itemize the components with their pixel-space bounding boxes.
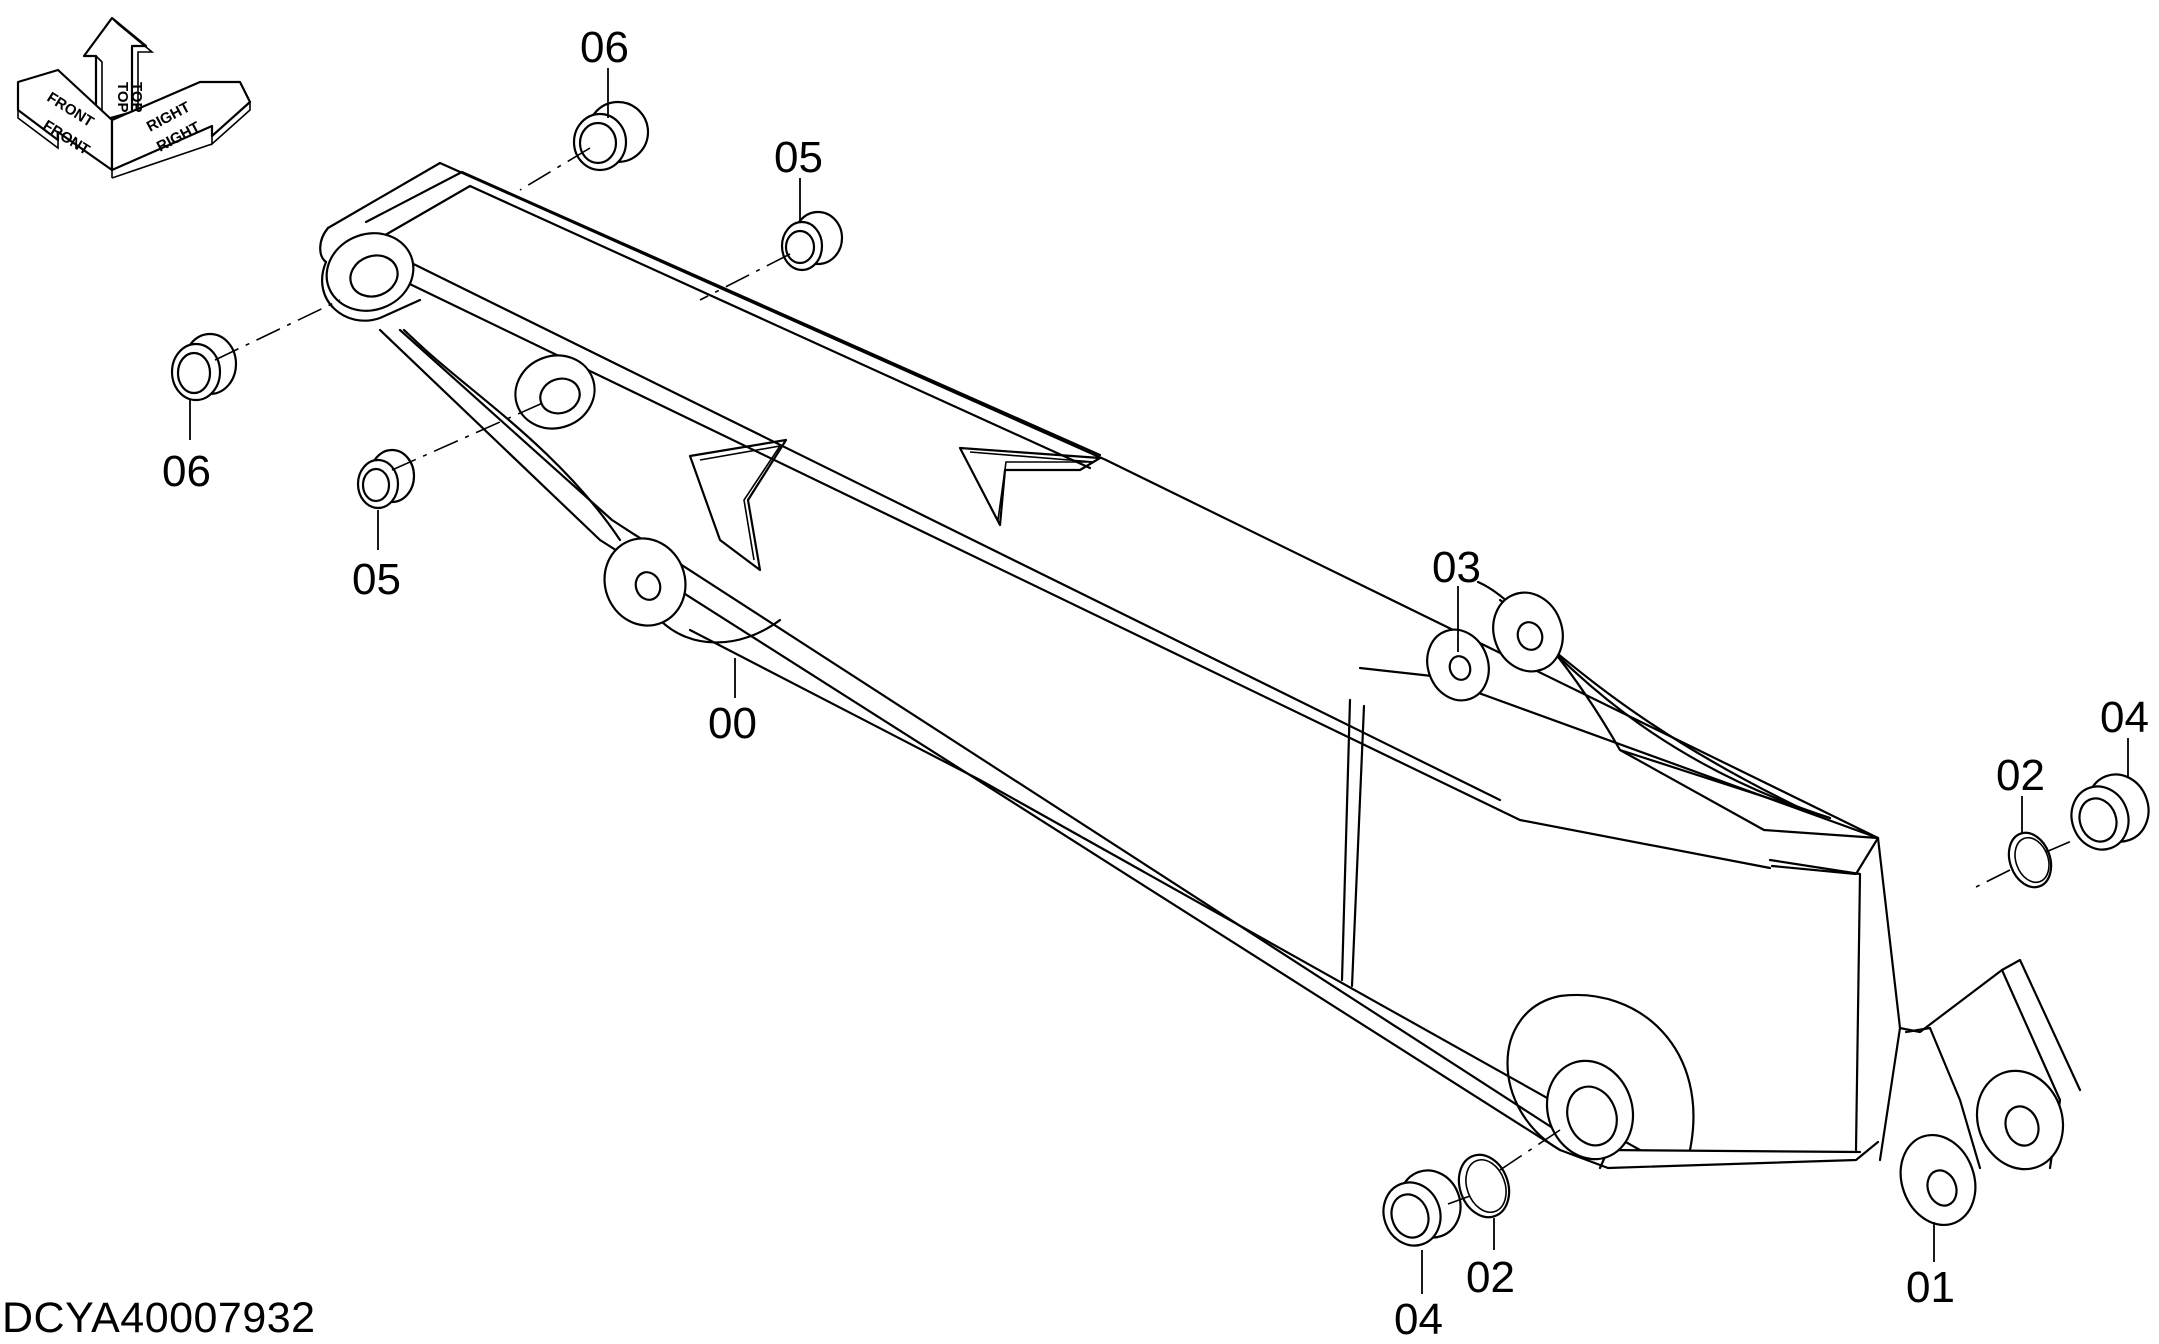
part-label-00: 00 <box>708 699 757 748</box>
part-label-06-left: 06 <box>162 447 211 496</box>
part-label-05-left: 05 <box>352 555 401 604</box>
ring-02-bottom <box>1457 1153 1511 1219</box>
part-label-06-top: 06 <box>580 23 629 72</box>
boom-body <box>319 161 2082 1170</box>
bushing-06-top <box>572 100 650 172</box>
part-labels: 06 05 06 05 00 03 02 04 02 04 01 <box>162 23 2149 1344</box>
part-label-02-bottom: 02 <box>1466 1253 1515 1302</box>
part-label-04-bottom: 04 <box>1394 1295 1443 1344</box>
bushing-05-top <box>780 210 844 272</box>
bushing-06-left <box>170 332 238 402</box>
part-label-01: 01 <box>1906 1263 1955 1312</box>
pin-bosses <box>325 232 2065 1227</box>
leader-lines <box>189 68 2129 1294</box>
bushing-05-left <box>356 448 416 510</box>
top-label-upper: TOP <box>114 82 131 113</box>
part-label-02-right: 02 <box>1996 751 2045 800</box>
drawing-id-label: DCYA40007932 <box>2 1294 316 1342</box>
ring-02-right <box>2007 831 2053 889</box>
part-label-05-top: 05 <box>774 133 823 182</box>
orientation-icon: FRONT FRONT TOP TOP RIGHT RIGHT <box>16 16 252 179</box>
top-label-lower: TOP <box>128 82 145 113</box>
centerlines <box>214 147 2075 1205</box>
part-label-03: 03 <box>1432 543 1481 592</box>
bushing-04-bottom <box>1382 1169 1462 1247</box>
bushing-04-right <box>2070 773 2150 851</box>
part-label-04-right: 04 <box>2100 693 2149 742</box>
